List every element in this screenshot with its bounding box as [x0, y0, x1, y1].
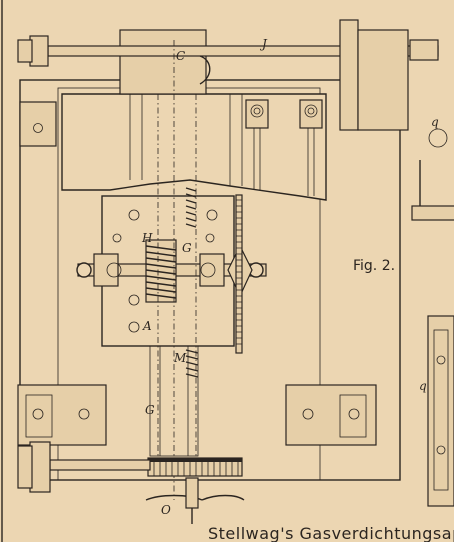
right-side-parts — [411, 128, 454, 507]
label-G-low: G — [145, 403, 155, 417]
label-O: O — [161, 503, 171, 517]
label-q-side: q — [419, 379, 427, 393]
handwheel — [145, 477, 245, 524]
lower-left-bracket — [17, 384, 107, 446]
rack-bar — [235, 194, 243, 354]
label-A: A — [142, 319, 152, 333]
part-labels: C J q H G A M G O q — [141, 37, 439, 517]
label-q-top: q — [431, 115, 439, 129]
label-J: J — [259, 37, 268, 51]
spindle-column — [149, 40, 199, 500]
label-H: H — [141, 231, 153, 245]
lower-right-bracket — [285, 384, 377, 446]
label-M: M — [173, 351, 187, 365]
left-upper-bracket — [19, 101, 57, 147]
top-shaft — [17, 19, 439, 131]
label-C: C — [176, 49, 185, 63]
valve-blocks — [245, 99, 323, 196]
spring-assembly — [145, 187, 199, 378]
figure-caption: Stellwag's Gasverdichtungsappa — [208, 524, 454, 542]
bottom-gear — [17, 441, 243, 493]
figure-number: Fig. 2. — [353, 258, 395, 274]
label-G-mid: G — [182, 241, 192, 255]
